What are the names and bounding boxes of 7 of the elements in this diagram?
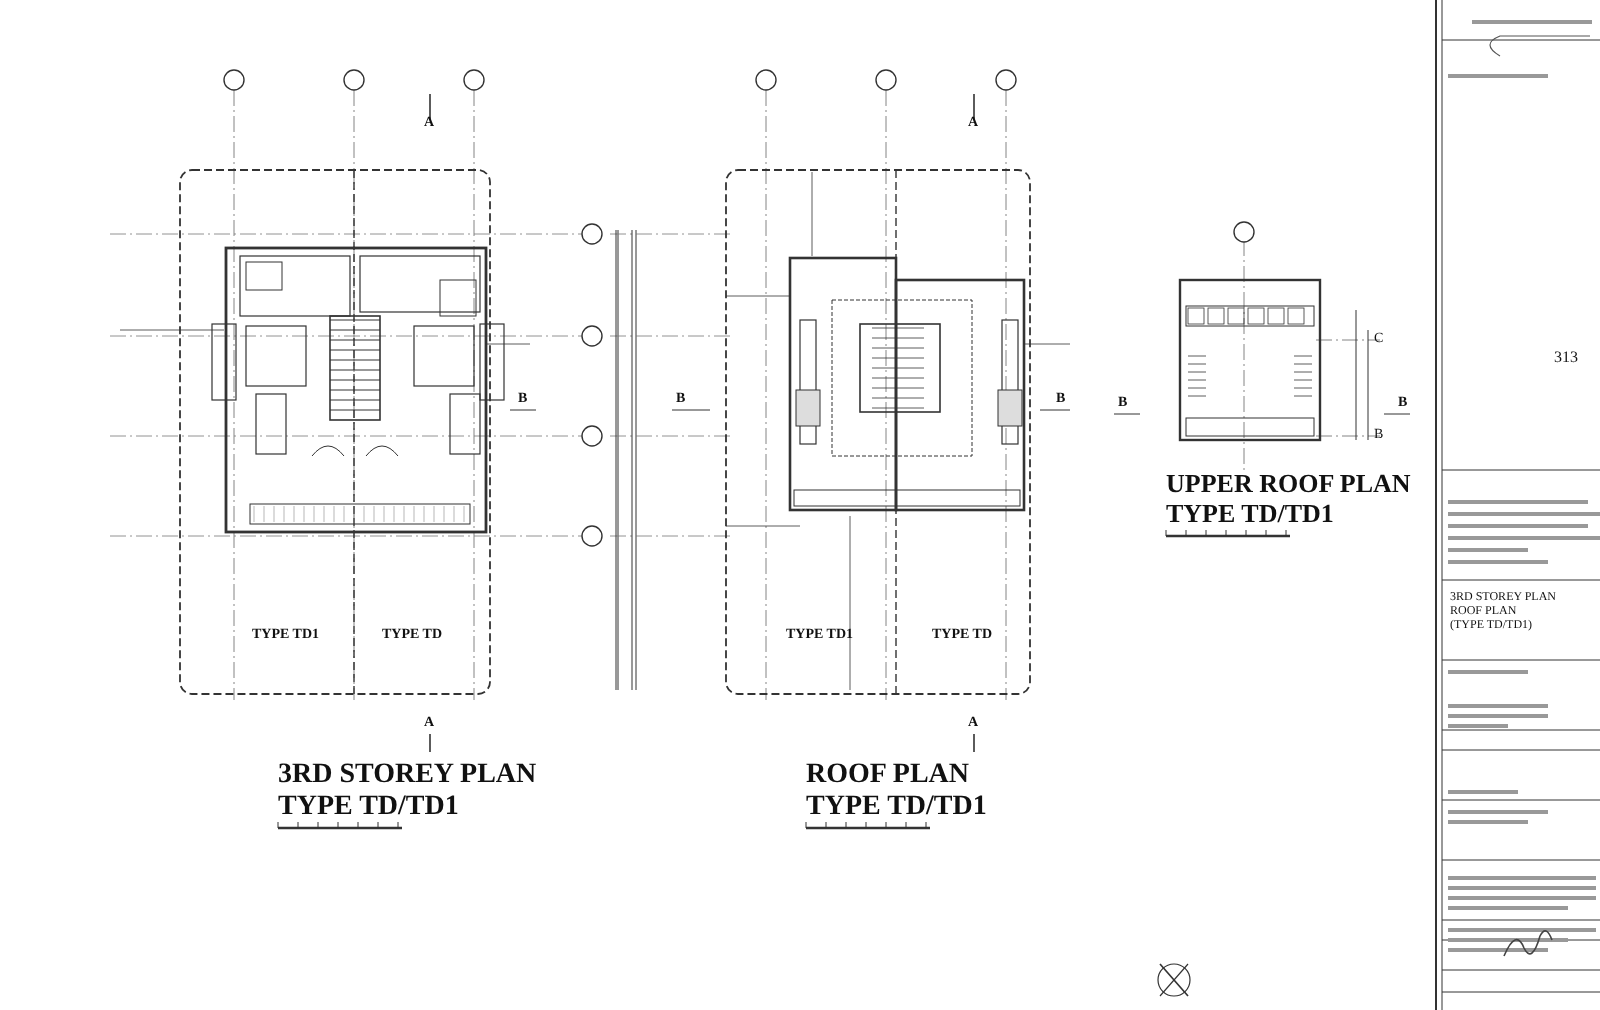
sheet-number: 313 bbox=[1554, 350, 1578, 366]
plan-title: ROOF PLAN bbox=[806, 762, 970, 790]
plan-subtitle: TYPE TD/TD1 bbox=[806, 794, 987, 822]
plan-subtitle: TYPE TD/TD1 bbox=[1166, 500, 1334, 526]
plan-subtitle: TYPE TD/TD1 bbox=[278, 794, 459, 822]
plan-title: 3RD STOREY PLAN bbox=[278, 762, 537, 790]
plan-title: UPPER ROOF PLAN bbox=[1166, 470, 1411, 496]
